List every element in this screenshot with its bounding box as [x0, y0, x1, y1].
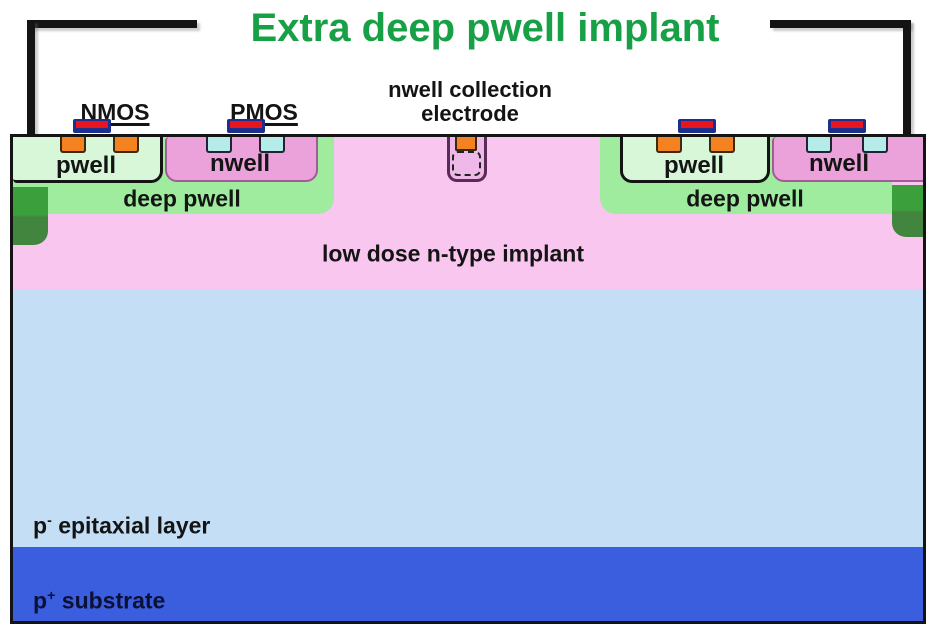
deep-pwell-label-right: deep pwell — [686, 185, 804, 212]
figure-title: Extra deep pwell implant — [250, 6, 720, 50]
nmos-diffusion — [60, 137, 86, 153]
pmos-gate-icon — [227, 119, 265, 133]
nmos-diffusion — [113, 137, 139, 153]
nwell-label-left: nwell — [209, 150, 271, 177]
extra-deep-pwell-left — [13, 187, 48, 245]
collection-electrode-label-line1: nwell collection — [388, 77, 552, 102]
pwell-box-right — [620, 137, 770, 183]
title-pointer-line-left-vertical — [27, 20, 35, 154]
p-substrate-layer — [13, 547, 923, 621]
collection-electrode-label-line2: electrode — [421, 101, 519, 127]
pwell-label-left: pwell — [55, 152, 117, 179]
title-pointer-line-right — [770, 20, 910, 28]
nwell-box-right — [772, 137, 923, 182]
substrate-label-rest: substrate — [55, 587, 166, 614]
nmos-diffusion — [656, 137, 682, 153]
nwell-box-left — [165, 137, 318, 182]
cross-section: pwell nwell pwell nwell deep pwell deep … — [10, 134, 926, 624]
title-pointer-line-left — [30, 20, 197, 28]
electrode-dashed-outline — [452, 151, 481, 176]
epitaxial-label-rest: epitaxial layer — [51, 512, 211, 539]
nmos-diffusion — [709, 137, 735, 153]
epitaxial-label: p- epitaxial layer — [33, 513, 210, 540]
pmos-gate-poly — [230, 121, 262, 128]
pmos-diffusion — [259, 137, 285, 153]
pmos-diffusion — [206, 137, 232, 153]
substrate-label-p: p — [33, 587, 48, 614]
pwell-label-right: pwell — [663, 152, 725, 179]
epitaxial-label-p: p — [33, 512, 48, 539]
nwell-label-right: nwell — [808, 150, 870, 177]
collection-electrode-label: nwell collection electrode — [350, 77, 590, 127]
title-pointer-line-right-vertical — [903, 20, 911, 154]
pmos-gate-poly-right — [831, 121, 863, 128]
p-epitaxial-layer — [13, 290, 923, 547]
low-dose-implant-label: low dose n-type implant — [322, 240, 584, 267]
nmos-gate-icon — [73, 119, 111, 133]
substrate-label-sup: + — [47, 587, 56, 604]
nmos-gate-poly-right — [681, 121, 713, 128]
nwell-collection-electrode — [447, 137, 487, 182]
deep-pwell-label-left: deep pwell — [123, 185, 241, 212]
extra-deep-pwell-right — [892, 185, 923, 237]
epitaxial-label-sup: - — [47, 512, 52, 529]
pmos-diffusion — [806, 137, 832, 153]
substrate-label: p+ substrate — [33, 588, 165, 615]
nmos-gate-poly — [76, 121, 108, 128]
electrode-contact — [455, 137, 477, 151]
pmos-gate-icon-right — [828, 119, 866, 133]
pmos-diffusion — [862, 137, 888, 153]
nmos-gate-icon-right — [678, 119, 716, 133]
